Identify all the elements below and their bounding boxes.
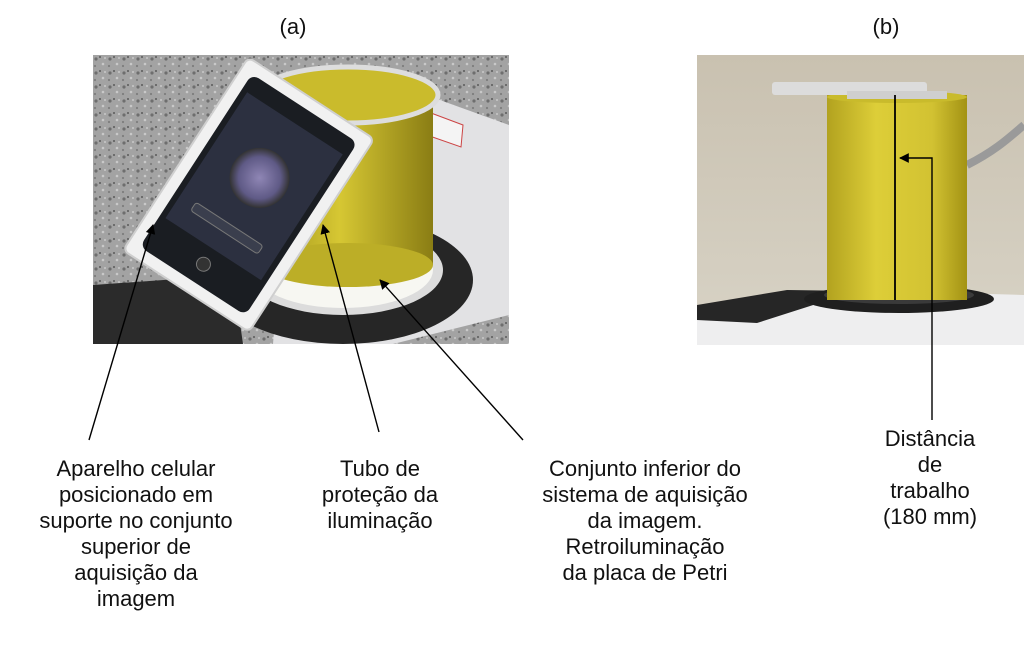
panel-a-label: (a) xyxy=(279,14,307,39)
tube-callout-label: Tubo de proteção da iluminação xyxy=(321,456,439,533)
panel-b-label: (b) xyxy=(872,14,900,39)
tube-callout-arrow xyxy=(320,224,380,433)
distance-callout-label: Distância de trabalho (180 mm) xyxy=(882,426,978,529)
phone-callout-label: Aparelho celular posicionado em suporte … xyxy=(39,456,233,611)
phone-callout-arrow xyxy=(88,224,156,441)
lower-callout-arrow xyxy=(379,279,524,441)
photo-b xyxy=(697,55,1024,345)
lower-callout-label: Conjunto inferior do sistema de aquisiçã… xyxy=(542,456,748,585)
distance-callout-arrow xyxy=(899,153,933,420)
